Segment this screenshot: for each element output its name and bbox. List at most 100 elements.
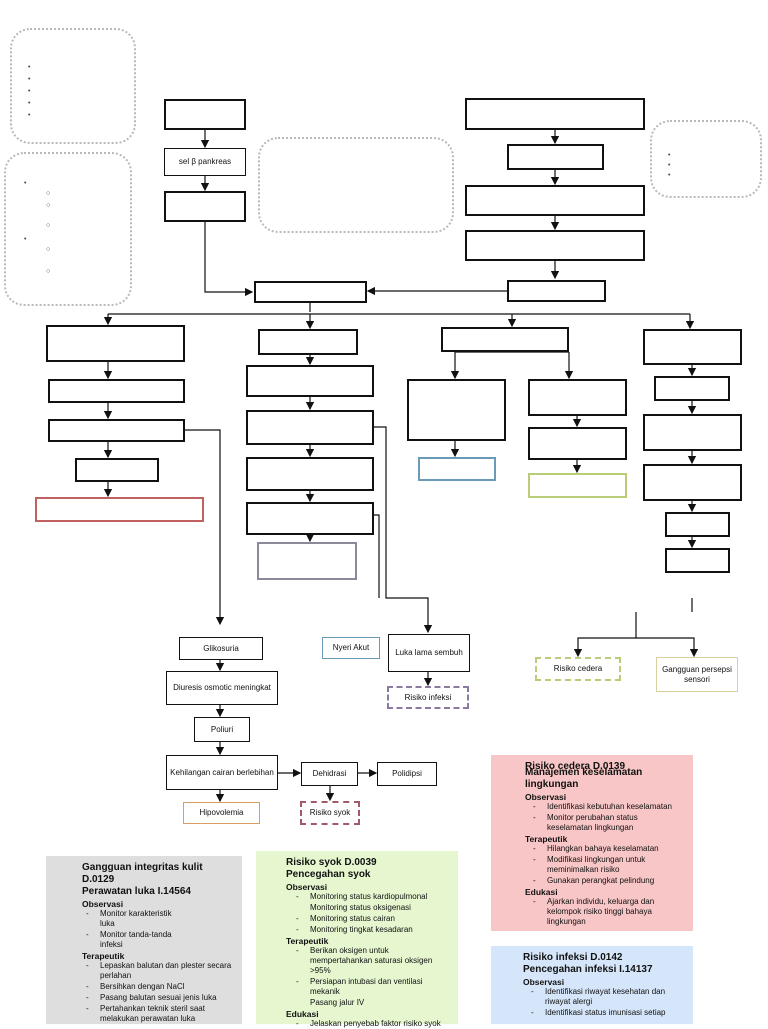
node-col1-b (48, 379, 185, 403)
node-col2-d (246, 457, 374, 491)
list-item: Monitoring status kardiopulmonal (296, 892, 448, 902)
section-terapeutik: Terapeutik (82, 951, 125, 961)
list-item: Identifikasi kebutuhan keselamatan (533, 802, 683, 812)
node-col3-b (407, 379, 506, 441)
diagnosis-box-grey (257, 542, 357, 580)
node-col4-d (643, 464, 742, 501)
list-item: Monitoring tingkat kesadaran (296, 925, 448, 935)
node-col1-c (48, 419, 185, 442)
node-col4-b (654, 376, 730, 401)
node-col3-c (528, 379, 627, 416)
panel-title: Gangguan integritas kulit D.0129 (82, 862, 203, 885)
panel-title: Risiko syok D.0039 (286, 857, 377, 868)
node-poliuri: Poliuri (194, 717, 250, 742)
diagnosis-risiko-syok: Risiko syok (300, 801, 360, 825)
panel-subtitle: Pencegahan syok (286, 869, 371, 880)
node-col2-c (246, 410, 374, 445)
diagnosis-risiko-infeksi: Risiko infeksi (387, 686, 469, 709)
bullet: • (24, 236, 27, 243)
list-item: Monitor perubahan status keselamatan lin… (533, 813, 683, 833)
list-item: Modifikasi lingkungan untuk meminimalkan… (533, 855, 683, 875)
diagnosis-box-green (528, 473, 627, 498)
bullet: • (28, 64, 31, 71)
node-right-fifth (507, 280, 606, 302)
diagnosis-box-red (35, 497, 204, 522)
panel-title: Risiko infeksi D.0142 (523, 952, 623, 963)
bullet: • (28, 76, 31, 83)
panel-risiko-cedera: Risiko cedera D.0139 Manajemen keselamat… (491, 755, 693, 931)
bullet: • (28, 88, 31, 95)
list-item: Pasang balutan sesuai jenis luka (86, 993, 232, 1003)
bullet: ○ (46, 190, 51, 197)
note-blob-mid-left: • ○ ○ ○ • ○ ○ (4, 152, 132, 306)
bullet: • (24, 180, 27, 187)
bullet: • (28, 112, 31, 119)
list-item: Monitoring status oksigenasi (310, 903, 411, 912)
list-item: Lepaskan balutan dan plester secara perl… (86, 961, 232, 981)
diagnosis-hipovolemia: Hipovolemia (183, 802, 260, 824)
bullet: • (668, 172, 671, 179)
panel-risiko-infeksi: Risiko infeksi D.0142 Pencegahan infeksi… (491, 946, 693, 1024)
node-dehidrasi: Dehidrasi (301, 762, 358, 786)
note-blob-right: • • • (650, 120, 762, 198)
panel-subtitle: Pencegahan infeksi I.14137 (523, 964, 653, 975)
list-item: Monitor tanda-tanda infeksi (86, 930, 180, 950)
section-observasi: Observasi (525, 792, 567, 802)
node-right-third (465, 185, 645, 216)
bullet: ○ (46, 202, 51, 209)
node-left-third (164, 191, 246, 222)
section-edukasi: Edukasi (525, 887, 558, 897)
section-terapeutik: Terapeutik (286, 936, 329, 946)
node-left-top (164, 99, 246, 130)
node-glikosuria: Glikosuria (179, 637, 263, 660)
section-terapeutik: Terapeutik (525, 834, 568, 844)
bullet: • (668, 152, 671, 159)
node-diuresis-osmotic: Diuresis osmotic meningkat (166, 671, 278, 705)
list-item: Gunakan perangkat pelindung (533, 876, 683, 886)
section-observasi: Observasi (523, 977, 565, 987)
node-col2-a (258, 329, 358, 355)
node-right-second (507, 144, 604, 170)
bullet: • (668, 162, 671, 169)
list-item: Hilangkan bahaya keselamatan (533, 844, 683, 854)
panel-title: Risiko cedera D.0139 (525, 761, 626, 772)
node-polidipsi: Polidipsi (377, 762, 437, 786)
list-item: Jelaskan penyebab faktor risiko syok (296, 1019, 448, 1029)
bullet: ○ (46, 268, 51, 275)
node-col4-a (643, 329, 742, 365)
diagnosis-nyeri-akut: Nyeri Akut (322, 637, 380, 659)
list-item: Pertahankan teknik steril saat melakukan… (86, 1004, 232, 1024)
diagnosis-gangguan-persepsi: Gangguan persepsi sensori (656, 657, 738, 692)
node-col3-d (528, 427, 627, 460)
node-col1-d (75, 458, 159, 482)
section-observasi: Observasi (286, 882, 328, 892)
node-col2-e (246, 502, 374, 535)
node-col2-b (246, 365, 374, 397)
list-item: Berikan oksigen untuk mempertahankan sat… (296, 946, 448, 976)
node-col4-c (643, 414, 742, 451)
list-item: Monitoring status cairan (296, 914, 448, 924)
node-col1-a (46, 325, 185, 362)
section-edukasi: Edukasi (286, 1009, 319, 1019)
node-right-fourth (465, 230, 645, 261)
bullet: ○ (46, 246, 51, 253)
node-central-merge (254, 281, 367, 303)
panel-integritas-kulit: Gangguan integritas kulit D.0129 Perawat… (46, 856, 242, 1024)
list-item: Monitor karakteristik luka (86, 909, 180, 929)
node-col3-a (441, 327, 569, 352)
node-right-top (465, 98, 645, 130)
node-kehilangan-cairan: Kehilangan cairan berlebihan (166, 755, 278, 790)
list-item: Identifikasi riwayat kesehatan dan riway… (531, 987, 683, 1007)
node-luka-lama-sembuh: Luka lama sembuh (388, 634, 470, 672)
bullet: • (28, 100, 31, 107)
note-blob-center (258, 137, 454, 233)
panel-risiko-syok: Risiko syok D.0039 Pencegahan syok Obser… (256, 851, 458, 1029)
node-col4-f (665, 548, 730, 573)
node-sel-beta-pankreas: sel β pankreas (164, 148, 246, 176)
list-item: Identifikasi status imunisasi setiap (531, 1008, 683, 1018)
bullet: ○ (46, 222, 51, 229)
list-item: Bersihkan dengan NaCl (86, 982, 232, 992)
diagnosis-risiko-cedera: Risiko cedera (535, 657, 621, 681)
list-item: Pasang jalur IV (310, 998, 365, 1007)
